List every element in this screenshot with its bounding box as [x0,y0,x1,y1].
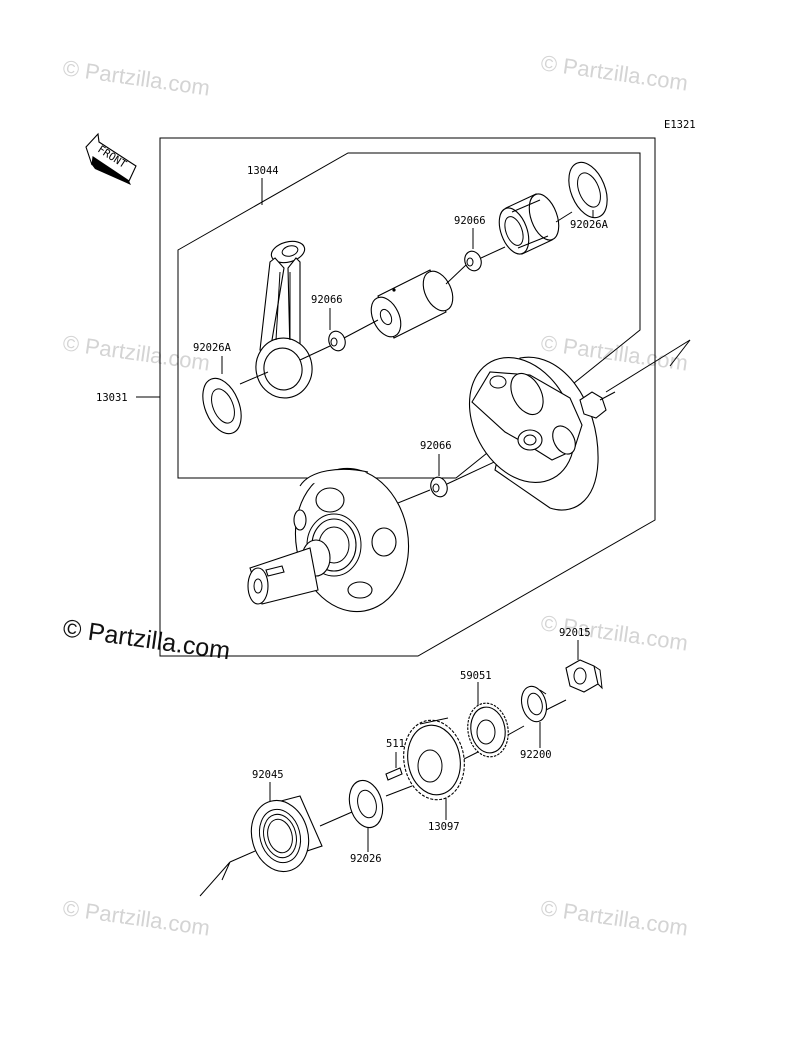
washer-92026A-left [202,377,242,435]
needle-bearing [498,193,560,255]
part-label-92200: 92200 [520,749,552,761]
washer-92200 [520,685,548,723]
bushing-92066-top [464,250,482,272]
watermark: © Partzilla.com [539,50,689,95]
part-label-92066-low: 92066 [420,440,452,452]
part-label-92066-mid: 92066 [311,294,343,306]
washer-92026 [348,779,384,829]
crank-pin [370,269,454,339]
part-label-92026A-right: 92026A [570,219,609,231]
nut-92015 [565,659,603,693]
bushing-92066-low [430,476,448,498]
part-label-92045: 92045 [252,769,284,781]
bushing-92066-mid [328,330,346,352]
connecting-rod [255,240,313,399]
crank-flywheel-left [247,467,410,613]
diagram-code: E1321 [664,119,696,131]
part-label-59051: 59051 [460,670,492,682]
crank-flywheel-right [468,356,616,511]
watermark: © Partzilla.com [61,330,211,375]
assembly-outline-13044 [177,152,641,479]
washer-92026A-right [568,161,608,219]
watermark: © Partzilla.com [539,895,689,940]
watermark: © Partzilla.com [539,330,689,375]
part-label-13097: 13097 [428,821,460,833]
shaft-centerline [199,699,567,897]
part-label-92026A-left: 92026A [193,342,232,354]
part-label-92026: 92026 [350,853,382,865]
gear-59051 [467,702,509,758]
part-label-511: 511 [386,738,405,750]
key-511 [385,767,403,781]
part-label-13044: 13044 [247,165,279,177]
front-arrow-icon: FRONT [85,132,137,185]
assembly-outline-13031 [159,137,656,657]
part-label-92066-top: 92066 [454,215,486,227]
part-label-13031: 13031 [96,392,128,404]
watermark-main: © Partzilla.com [61,614,232,665]
gear-13097 [403,717,465,801]
watermark: © Partzilla.com [61,55,211,100]
part-label-92015: 92015 [559,627,591,639]
ball-bearing-92045 [250,795,323,873]
watermark: © Partzilla.com [61,895,211,940]
